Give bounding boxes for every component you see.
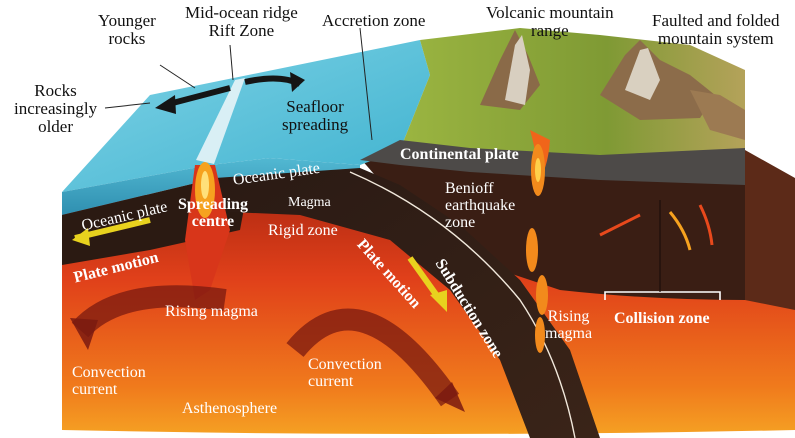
rising-magma-center-label: Rising magma bbox=[165, 303, 258, 320]
asthenosphere-label: Asthenosphere bbox=[182, 400, 278, 417]
magma-label: Magma bbox=[288, 195, 331, 210]
rigid-zone-label: Rigid zone bbox=[268, 222, 338, 239]
collision-zone-label: Collision zone bbox=[614, 310, 710, 327]
accretion-zone-label: Accretion zone bbox=[322, 11, 426, 30]
continental-plate-label: Continental plate bbox=[400, 146, 519, 163]
